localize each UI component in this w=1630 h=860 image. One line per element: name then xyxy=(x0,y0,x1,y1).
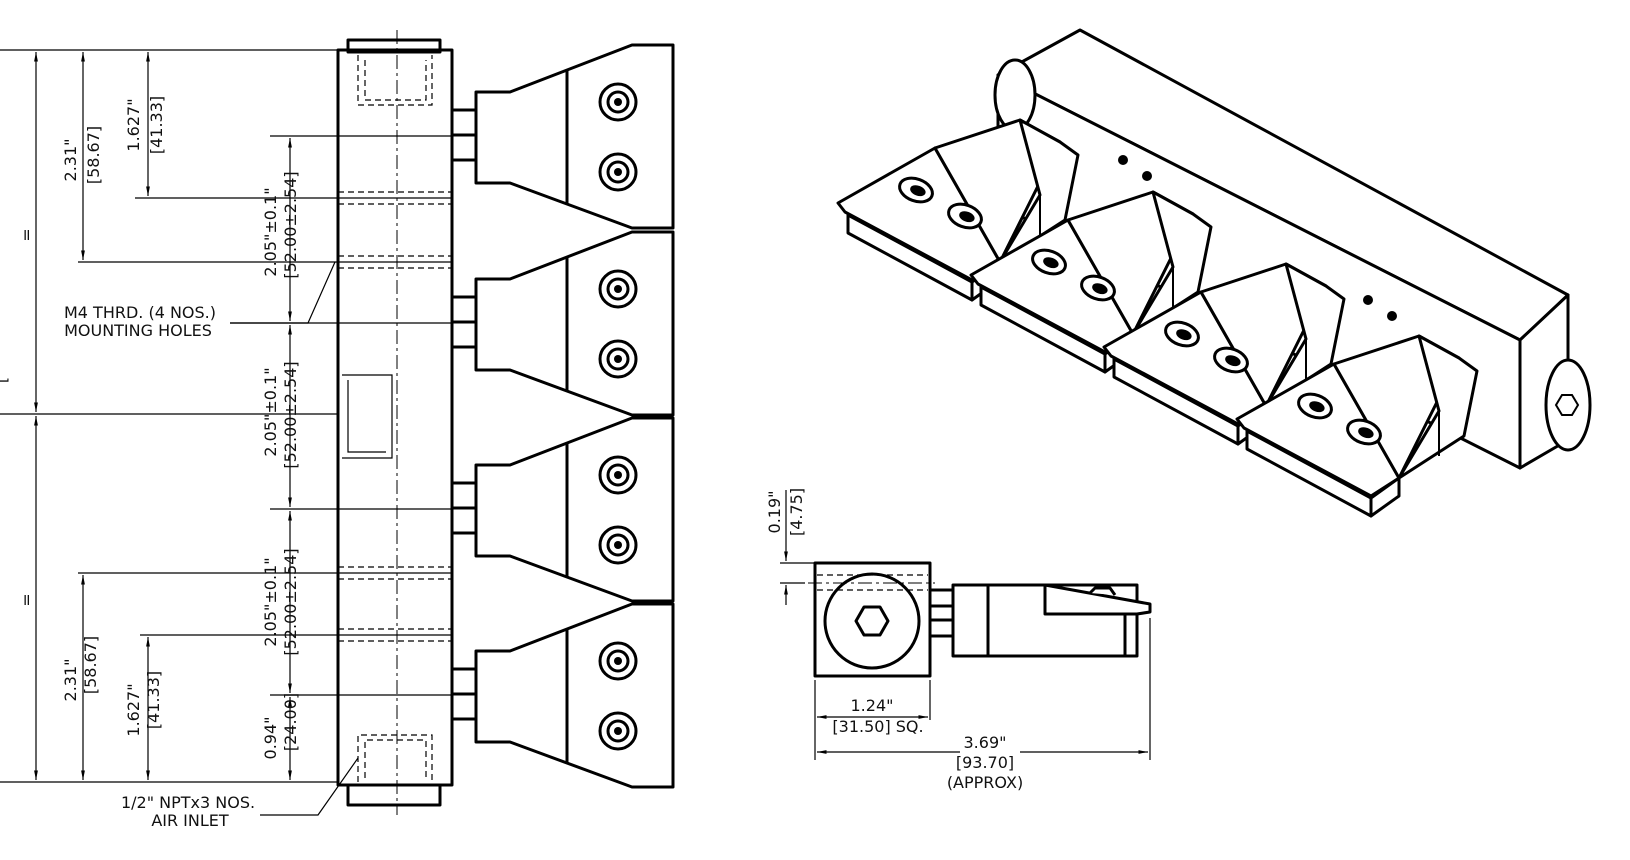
nozzle-isometric xyxy=(836,118,1080,302)
dim-square-in: 1.24" xyxy=(851,696,894,715)
dim-top-1-627-mm: [41.33] xyxy=(147,96,166,154)
nozzle-orifice-icon xyxy=(598,82,638,122)
nozzle-orifice-icon xyxy=(598,455,638,495)
dim-pitch1-mm: [52.00±2.54] xyxy=(281,171,300,278)
dim-bottom-1-627-mm: [41.33] xyxy=(144,671,163,729)
mounting-holes-note-line1: M4 THRD. (4 NOS.) xyxy=(64,303,216,322)
dim-pitch3-in: 2.05"±0.1" xyxy=(261,557,280,646)
dim-pitch2-mm: [52.00±2.54] xyxy=(281,361,300,468)
nozzle-orifice-icon xyxy=(598,152,638,192)
dim-pitch2-in: 2.05"±0.1" xyxy=(261,367,280,456)
equal-mark-bottom: = xyxy=(17,593,36,606)
nozzle-orifice-icon xyxy=(598,339,638,379)
dim-offset-mm: [4.75] xyxy=(787,488,806,536)
dim-pitch1-in: 2.05"±0.1" xyxy=(261,187,280,276)
bottom-cap xyxy=(346,783,442,807)
dim-top-2-31-mm: [58.67] xyxy=(84,126,103,184)
dim-bottom-1-627-in: 1.627" xyxy=(124,683,143,736)
dimension-lines xyxy=(0,49,452,816)
nozzle-front xyxy=(450,602,675,789)
dim-bottom-0-94-mm: [24.00] xyxy=(281,693,300,751)
nozzle-orifice-icon xyxy=(598,641,638,681)
partial-dimension-bracket: [ xyxy=(0,377,10,383)
dim-square-mm: [31.50] SQ. xyxy=(832,717,923,736)
nozzle-orifice-icon xyxy=(598,269,638,309)
dim-bottom-0-94-in: 0.94" xyxy=(261,717,280,760)
air-inlet-note-line1: 1/2" NPTx3 NOS. xyxy=(121,793,255,812)
nozzle-orifice-icon xyxy=(598,525,638,565)
mounting-holes-note-line2: MOUNTING HOLES xyxy=(64,321,212,340)
dim-length-in: 3.69" xyxy=(964,733,1007,752)
nozzle-isometric xyxy=(969,190,1213,374)
manifold-end-square xyxy=(813,561,932,678)
hex-socket-icon xyxy=(854,605,890,637)
nozzle-front xyxy=(450,43,675,230)
manifold-body xyxy=(336,48,454,787)
dim-length-note: (APPROX) xyxy=(947,773,1023,792)
top-cap xyxy=(346,38,442,54)
plug-circle xyxy=(823,572,921,670)
nozzle-front xyxy=(450,230,675,417)
dim-bottom-2-31-in: 2.31" xyxy=(61,659,80,702)
dim-top-2-31-in: 2.31" xyxy=(61,139,80,182)
nozzle-orifice-icon xyxy=(598,711,638,751)
air-inlet-note-line2: AIR INLET xyxy=(151,811,229,830)
isometric-view xyxy=(836,28,1592,518)
dim-length-mm: [93.70] xyxy=(956,753,1014,772)
front-view: [ = = 2.31" [58.67] 1.627" [41.33] 2.05"… xyxy=(0,30,675,830)
dim-offset-in: 0.19" xyxy=(765,491,784,534)
side-view: 0.19" [4.75] 1.24" [31.50] SQ. 3.69" [93… xyxy=(765,488,1152,792)
dim-top-1-627-in: 1.627" xyxy=(124,98,143,151)
nozzle-front xyxy=(450,416,675,603)
dim-bottom-2-31-mm: [58.67] xyxy=(81,636,100,694)
equal-mark-top: = xyxy=(17,228,36,241)
nozzle-isometric xyxy=(1235,334,1479,518)
dim-pitch3-mm: [52.00±2.54] xyxy=(281,548,300,655)
